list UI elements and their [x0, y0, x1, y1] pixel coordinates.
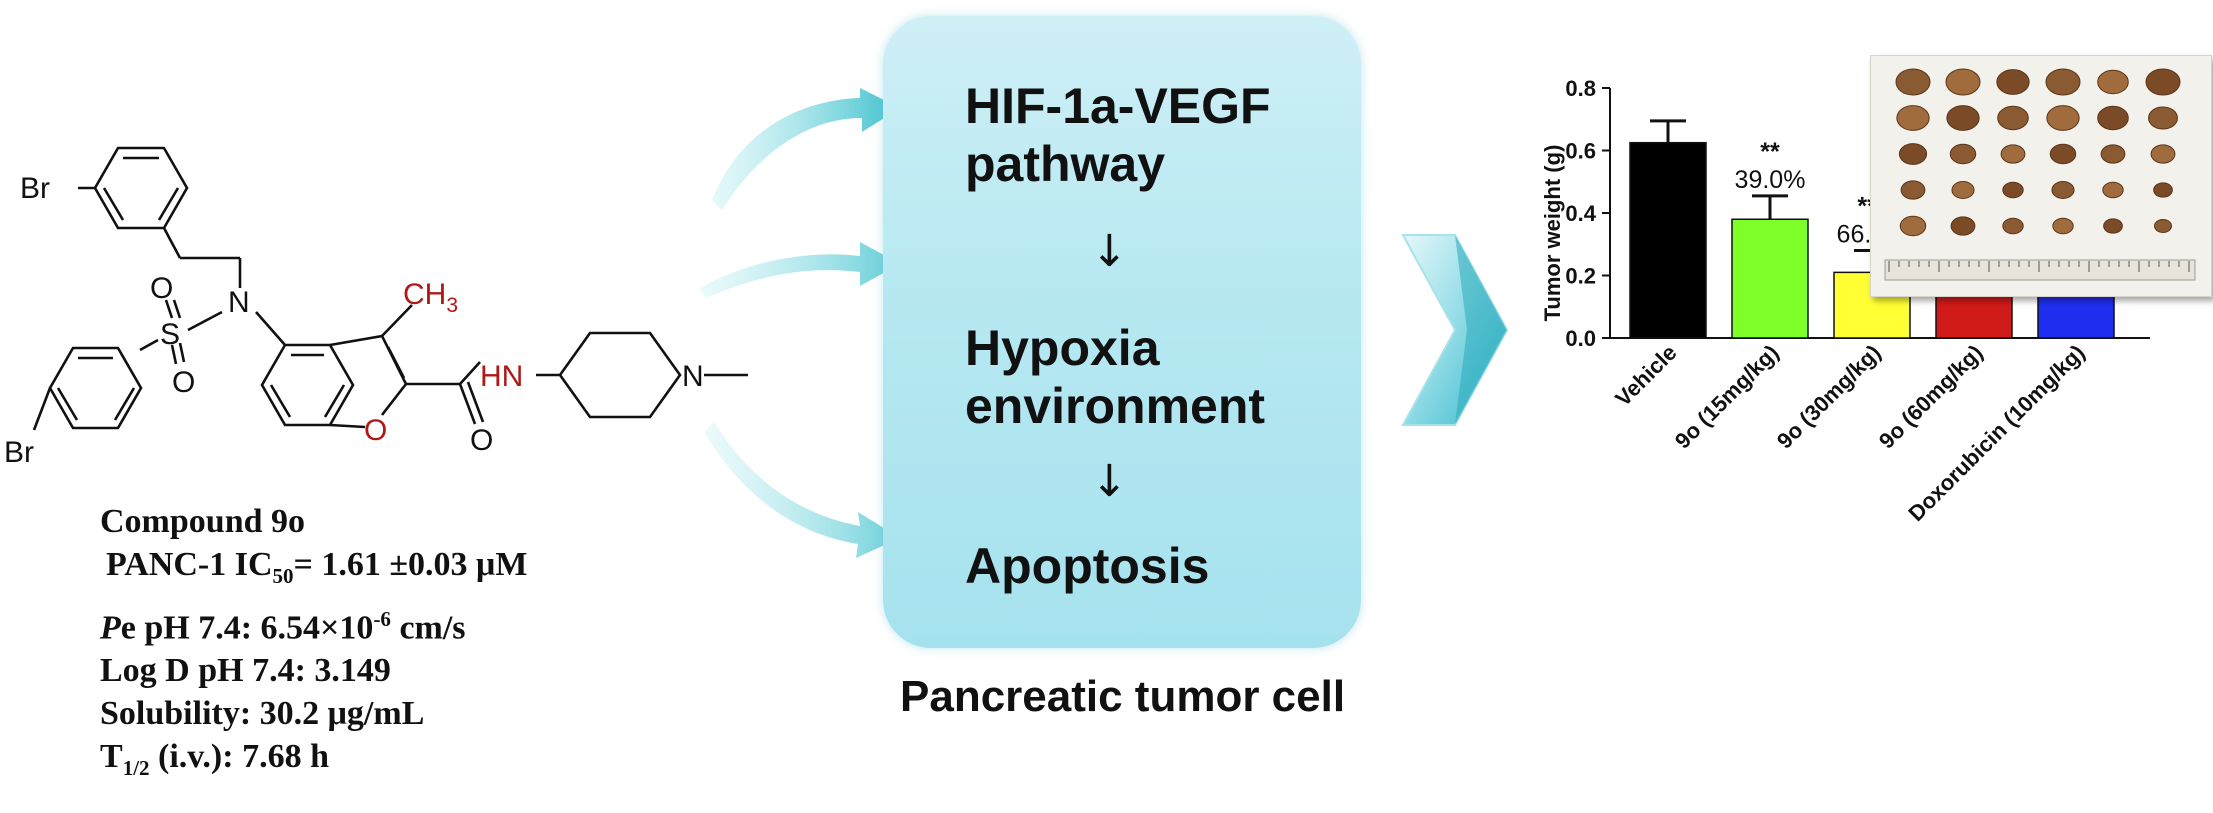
carbonyl-oxygen-label: O — [470, 424, 493, 457]
permeability-line: Pe pH 7.4: 6.54×10-6 cm/s — [100, 606, 466, 647]
pathway-step-apoptosis: Apoptosis — [965, 538, 1210, 594]
y-tick-label: 0.4 — [1565, 201, 1596, 226]
tumor-sample — [1898, 143, 1928, 165]
x-tick-label: Doxorubicin (10mg/kg) — [1903, 340, 2089, 526]
tumor-sample — [2153, 182, 2173, 198]
bar — [1731, 218, 1809, 339]
tumor-sample — [1946, 105, 1980, 131]
compound-properties: Compound 9o PANC-1 IC50= 1.61 ±0.03 μM P… — [100, 500, 740, 790]
nitrogen-label: N — [228, 286, 250, 319]
half-life-line: T1/2 (i.v.): 7.68 h — [100, 738, 329, 780]
pathway-arrows — [700, 88, 900, 558]
tumor-sample — [2154, 219, 2172, 233]
chemical-structure: Br Br N S O O CH3 O HN O N — [4, 146, 748, 469]
tumor-sample — [2002, 181, 2024, 199]
x-tick-label: 9o (60mg/kg) — [1874, 340, 1988, 454]
tumor-sample — [1899, 215, 1927, 237]
tumor-sample — [2102, 181, 2124, 199]
pathway-step-hypoxia: Hypoxia — [965, 320, 1160, 376]
tumor-sample — [1945, 68, 1981, 96]
tumor-sample — [2045, 68, 2081, 96]
pathway-step-hif: HIF-1a-VEGF — [965, 78, 1271, 134]
y-tick-label: 0.2 — [1565, 264, 1596, 289]
tumor-sample — [1997, 105, 2029, 131]
bromine-label: Br — [20, 172, 50, 205]
significance-label: ** — [1760, 138, 1780, 166]
x-tick-label: Vehicle — [1610, 340, 1681, 411]
tumor-sample — [1949, 143, 1977, 165]
bromine-label: Br — [4, 436, 34, 469]
tumor-sample — [2097, 69, 2129, 95]
bar — [1935, 290, 2013, 339]
tumor-sample — [1896, 105, 1930, 131]
logd-line: Log D pH 7.4: 3.149 — [100, 652, 391, 690]
arrow-middle-icon — [700, 242, 900, 298]
tumor-sample — [1900, 180, 1926, 200]
y-tick-label: 0.8 — [1565, 76, 1596, 101]
tumor-sample — [2100, 144, 2126, 164]
methyl-label: CH3 — [403, 278, 458, 317]
furan-oxygen-label: O — [364, 414, 387, 447]
pathway-step-hif-line2: pathway — [965, 136, 1166, 192]
compound-name: Compound 9o — [100, 503, 306, 540]
tumor-sample — [2097, 105, 2129, 131]
oxygen-label: O — [172, 366, 195, 399]
x-tick-label: 9o (15mg/kg) — [1670, 340, 1784, 454]
oxygen-label: O — [150, 272, 173, 305]
percent-label: 39.0% — [1735, 166, 1806, 194]
arrow-down-icon — [704, 422, 900, 558]
pathway-box: HIF-1a-VEGF pathway ↓ Hypoxia environmen… — [883, 16, 1361, 648]
tumor-sample — [2052, 217, 2074, 235]
down-arrow-icon: ↓ — [1091, 226, 1128, 277]
ic50-line: PANC-1 IC50= 1.61 ±0.03 μM — [106, 546, 528, 588]
chevron-right-icon — [1401, 234, 1509, 426]
y-axis-label: Tumor weight (g) — [1540, 145, 1565, 322]
tumor-sample — [1950, 216, 1976, 236]
bar — [1629, 141, 1707, 339]
pathway-step-hypoxia-line2: environment — [965, 378, 1266, 434]
sulfur-label: S — [160, 318, 180, 351]
tumor-sample — [2046, 105, 2080, 131]
tumor-sample — [2145, 68, 2181, 96]
x-tick-label: 9o (30mg/kg) — [1772, 340, 1886, 454]
tumor-sample — [2103, 218, 2123, 234]
tumor-photo — [1870, 55, 2212, 297]
down-arrow-icon: ↓ — [1091, 456, 1128, 507]
tumor-samples-image — [1884, 68, 2196, 281]
y-tick-label: 0.0 — [1565, 326, 1596, 351]
amide-nh-label: HN — [480, 360, 523, 393]
pathway-caption: Pancreatic tumor cell — [900, 672, 1346, 721]
tumor-sample — [2148, 106, 2178, 130]
tumor-sample — [2150, 144, 2176, 164]
solubility-line: Solubility: 30.2 μg/mL — [100, 695, 425, 733]
y-tick-label: 0.6 — [1565, 139, 1596, 164]
tumor-sample — [2049, 143, 2077, 165]
tumor-sample — [1895, 68, 1931, 96]
tumor-sample — [2002, 217, 2024, 235]
piperidine-nitrogen-label: N — [682, 360, 704, 393]
arrow-up-icon — [712, 88, 900, 210]
tumor-sample — [2051, 181, 2075, 199]
tumor-sample — [2000, 144, 2026, 164]
tumor-sample — [1996, 69, 2030, 95]
tumor-sample — [1951, 181, 1975, 199]
